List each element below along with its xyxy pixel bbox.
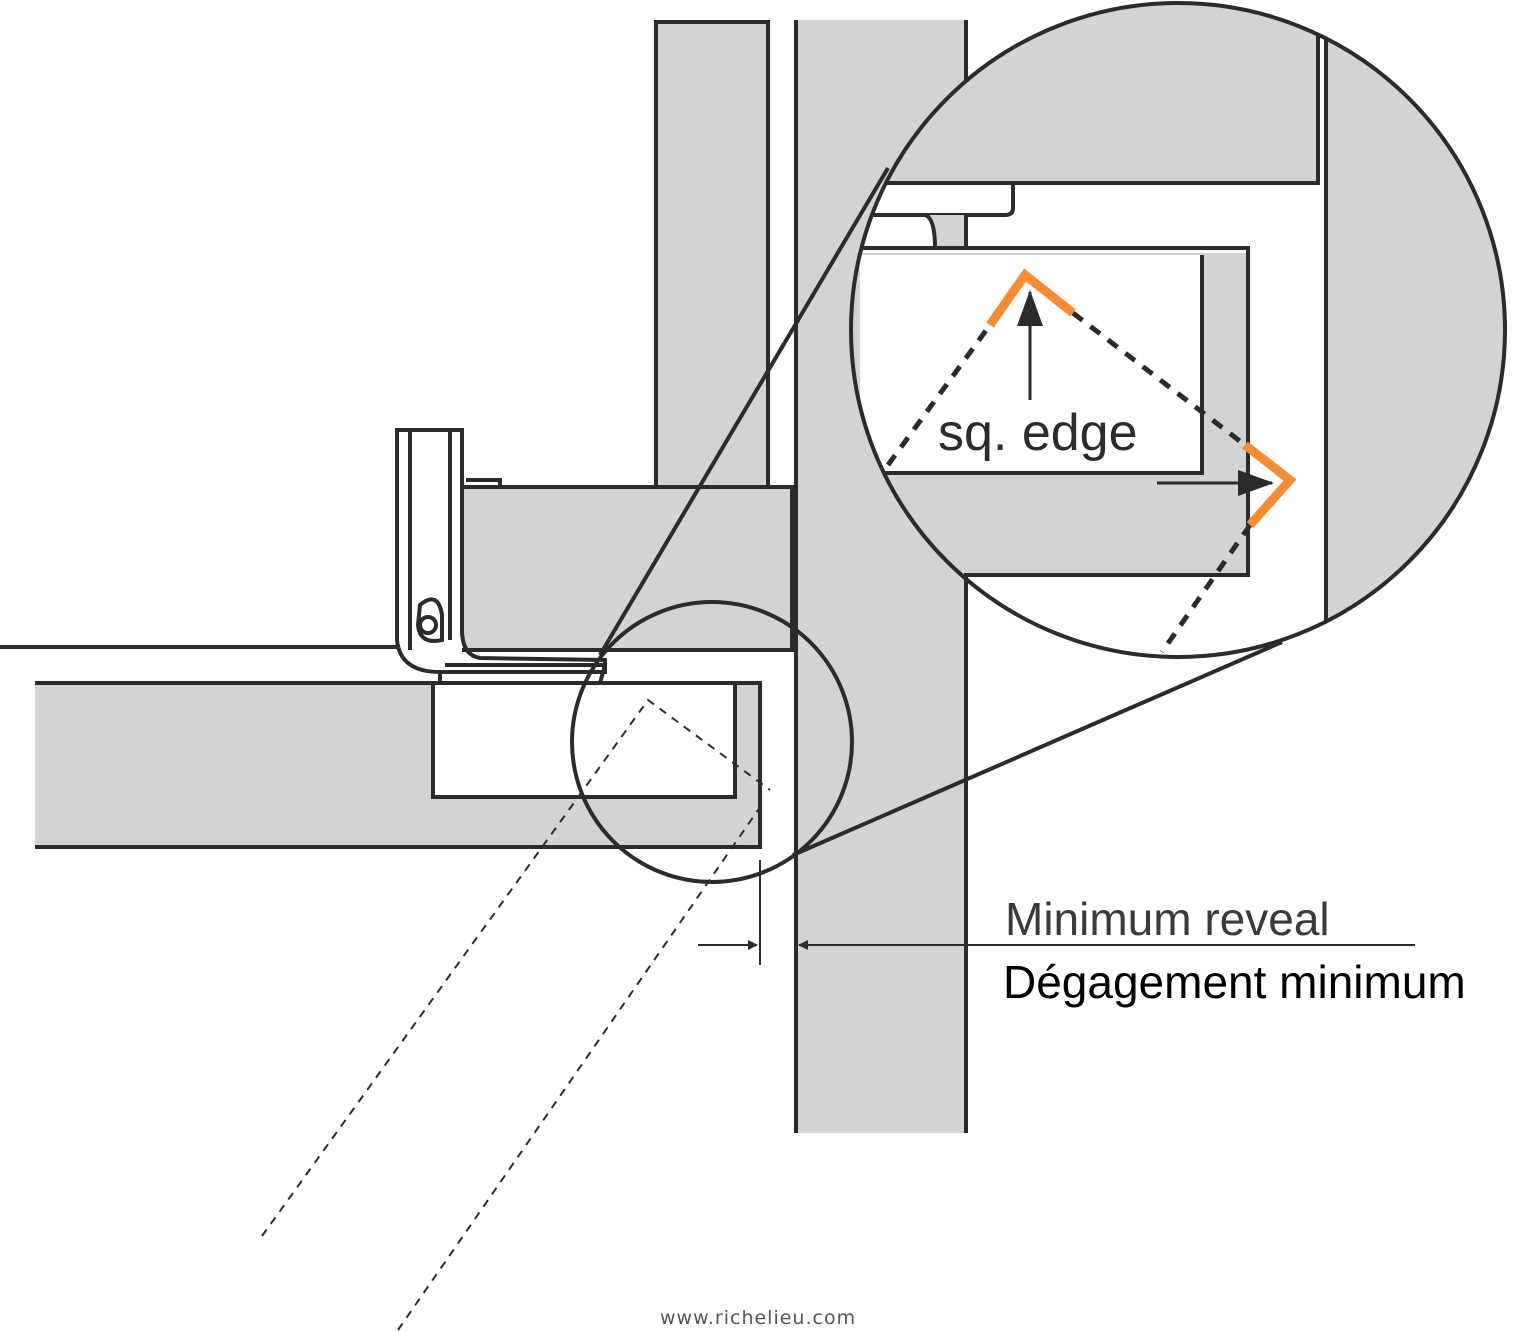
detail-circle-small: [570, 600, 854, 884]
square-edge-marker-top: [986, 268, 1076, 328]
magnifier-tangent-bottom: [792, 640, 1283, 857]
detail-label: sq. edge: [938, 404, 1138, 462]
door-panel: [35, 681, 762, 849]
magnifier-tangent-top: [598, 166, 890, 657]
face-frame-panel: [654, 20, 770, 545]
footer-url: www.richelieu.com: [660, 1307, 856, 1329]
minimum-reveal-dimension: Minimum reveal Dégagement minimum: [698, 860, 1466, 1008]
magnified-detail: sq. edge: [849, 1, 1507, 659]
hinge: [395, 428, 607, 685]
mounting-block: [462, 478, 794, 652]
minimum-reveal-label-en: Minimum reveal: [1005, 893, 1330, 945]
square-edge-marker-right: [1242, 441, 1297, 528]
minimum-reveal-label-fr: Dégagement minimum: [1003, 956, 1466, 1008]
door-swing-path: [261, 698, 771, 1331]
hinge-arm-detail: [860, 181, 1015, 217]
